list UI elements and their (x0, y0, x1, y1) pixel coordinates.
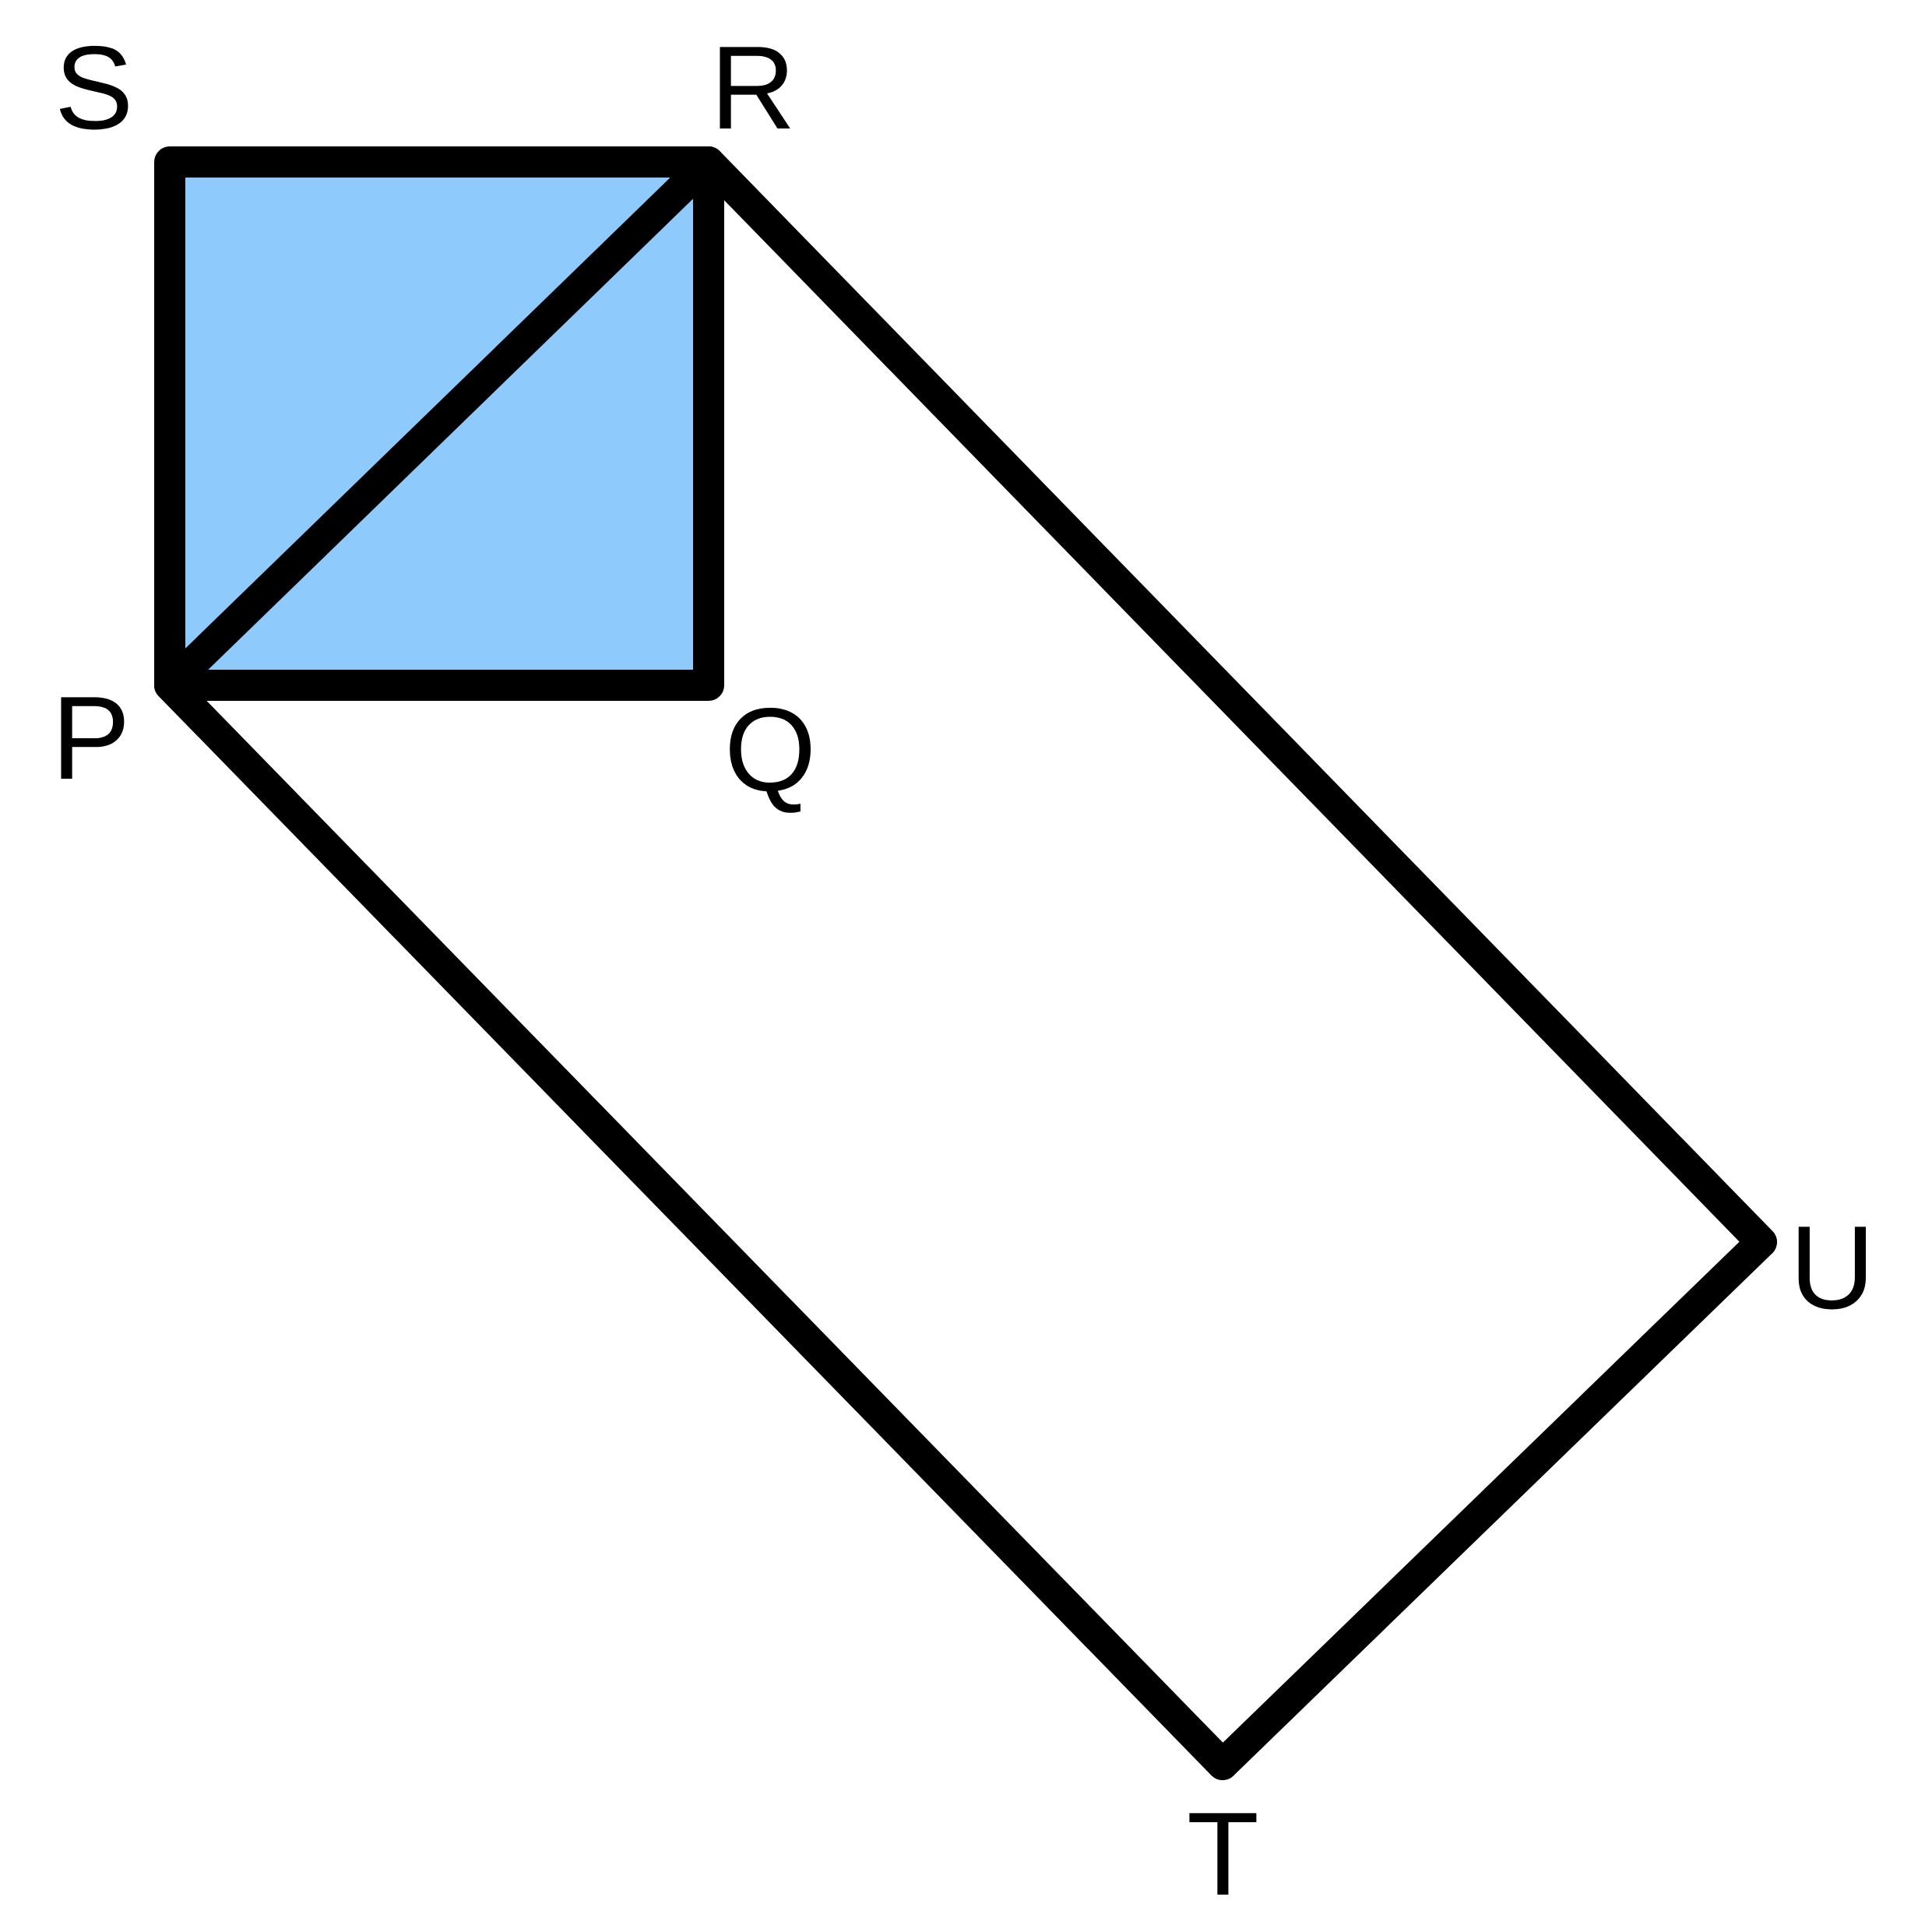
diagonal-pr (154, 146, 724, 701)
vertex-label-p: P (51, 672, 130, 804)
vertex-label-t: T (1187, 1788, 1259, 1920)
vertex-label-r: R (710, 22, 796, 154)
vertex-label-q: Q (724, 684, 816, 816)
vertex-label-s: S (55, 22, 133, 154)
edge-tp (154, 670, 1238, 1780)
vertex-label-u: U (1789, 1202, 1875, 1334)
square-pqrs-outline (154, 146, 724, 701)
edge-ru (693, 146, 1777, 1258)
edge-ut (1207, 1226, 1777, 1780)
